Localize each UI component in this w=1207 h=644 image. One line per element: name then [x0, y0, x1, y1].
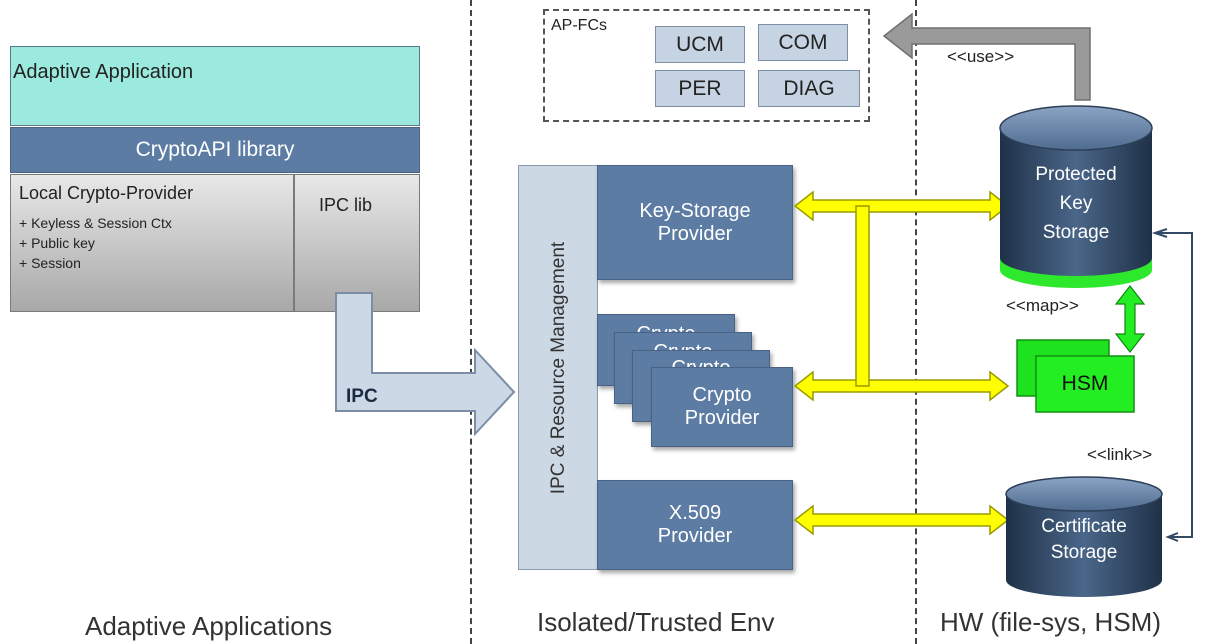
protected-key-storage-cylinder [999, 105, 1153, 288]
ucm-box: UCM [655, 26, 745, 63]
certificate-storage-cylinder [1005, 476, 1163, 597]
ipc-lib-label: IPC lib [319, 195, 373, 215]
hsm-label: HSM [1036, 356, 1134, 412]
diag-box: DIAG [758, 70, 860, 107]
resource-management-bar: IPC & Resource Management [518, 165, 598, 570]
hsm-text: HSM [1061, 372, 1109, 395]
map-arrow [1114, 285, 1146, 353]
section-hw: HW (file-sys, HSM) [940, 607, 1161, 637]
use-label: <<use>> [947, 47, 1015, 66]
crypto-provider: Crypto Provider [651, 367, 793, 447]
yellow-connector-vertical [855, 205, 870, 387]
com-box: COM [758, 24, 848, 61]
crypto-provider-label: Crypto Provider [684, 384, 760, 429]
yellow-connector-bottom [793, 504, 1010, 536]
key-storage-provider: Key-Storage Provider [597, 165, 793, 280]
adaptive-application-block: Adaptive Application [10, 46, 420, 126]
ucm-label: UCM [676, 32, 724, 56]
link-label: <<link>> [1087, 445, 1153, 464]
x509-provider: X.509 Provider [597, 480, 793, 570]
map-label: <<map>> [1006, 296, 1079, 315]
local-item: + Keyless & Session Ctx [19, 215, 172, 231]
section-adaptive-applications: Adaptive Applications [85, 611, 333, 641]
certificate-storage-text: Certificate Storage [1041, 516, 1127, 563]
use-arrow [882, 12, 1091, 101]
local-crypto-provider-block: Local Crypto-Provider + Keyless & Sessio… [10, 174, 294, 312]
ipc-arrow-shape [335, 292, 516, 437]
adaptive-application-label: Adaptive Application [13, 61, 194, 83]
ipc-lib-block: IPC lib [294, 174, 420, 312]
ipc-label: IPC [346, 386, 378, 407]
x509-provider-label: X.509 Provider [657, 502, 733, 547]
cryptoapi-library-block: CryptoAPI library [10, 127, 420, 173]
link-connector [1155, 232, 1193, 538]
per-box: PER [655, 70, 745, 107]
diag-label: DIAG [783, 76, 835, 100]
certificate-storage-label: Certificate Storage [1006, 510, 1162, 570]
separator-left [470, 0, 472, 644]
yellow-connector-top [793, 190, 1010, 222]
com-label: COM [778, 30, 828, 54]
local-crypto-provider-label: Local Crypto-Provider [19, 183, 194, 203]
yellow-connector-middle [793, 370, 1010, 402]
per-label: PER [678, 76, 722, 100]
hsm-front-box [1035, 355, 1135, 413]
key-storage-provider-label: Key-Storage Provider [639, 199, 751, 245]
section-isolated-env: Isolated/Trusted Env [537, 607, 775, 637]
ap-fcs-title: AP-FCs [551, 17, 607, 34]
ap-fcs-group: AP-FCs [543, 9, 870, 122]
protected-key-storage-label: Protected Key Storage [1000, 158, 1152, 248]
protected-key-storage-text: Protected Key Storage [1035, 163, 1117, 243]
separator-right [915, 0, 917, 644]
local-item: + Session [19, 255, 81, 271]
cryptoapi-library-label: CryptoAPI library [135, 138, 295, 161]
local-item: + Public key [19, 235, 95, 251]
